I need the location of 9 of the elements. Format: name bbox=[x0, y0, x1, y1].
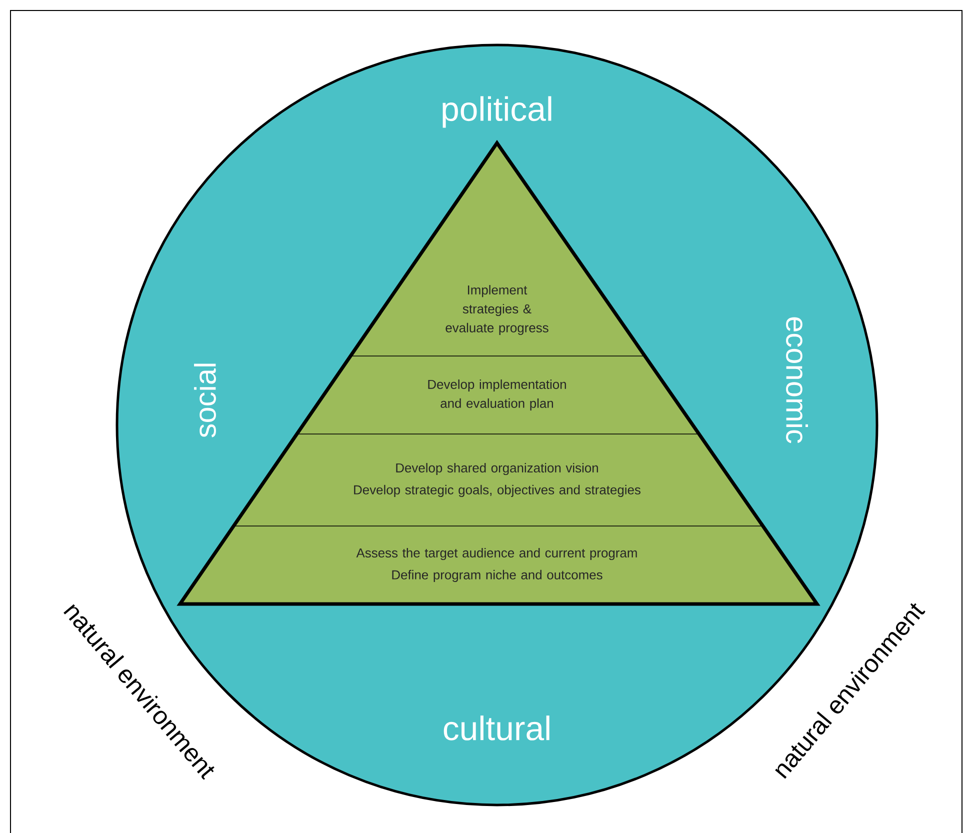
pyramid-layer: Implement strategies & evaluate progress bbox=[350, 142, 645, 356]
pyramid-layer: Develop implementation and evaluation plan bbox=[296, 356, 699, 434]
node-label: Develop strategic goals, objectives and strategies bbox=[354, 484, 640, 497]
pyramid-layer: Develop shared organization vision Develop strategic goals, objectives and strategies bbox=[234, 434, 763, 526]
node-label: Define program niche and outcomes bbox=[392, 570, 602, 582]
node-label: Assess the target audience and current program bbox=[356, 548, 637, 560]
node-label: Implement strategies & evaluate progress bbox=[446, 285, 548, 335]
node-label: Develop shared organization vision bbox=[396, 462, 598, 476]
node-label: Develop implementation and evaluation plan bbox=[428, 379, 566, 410]
